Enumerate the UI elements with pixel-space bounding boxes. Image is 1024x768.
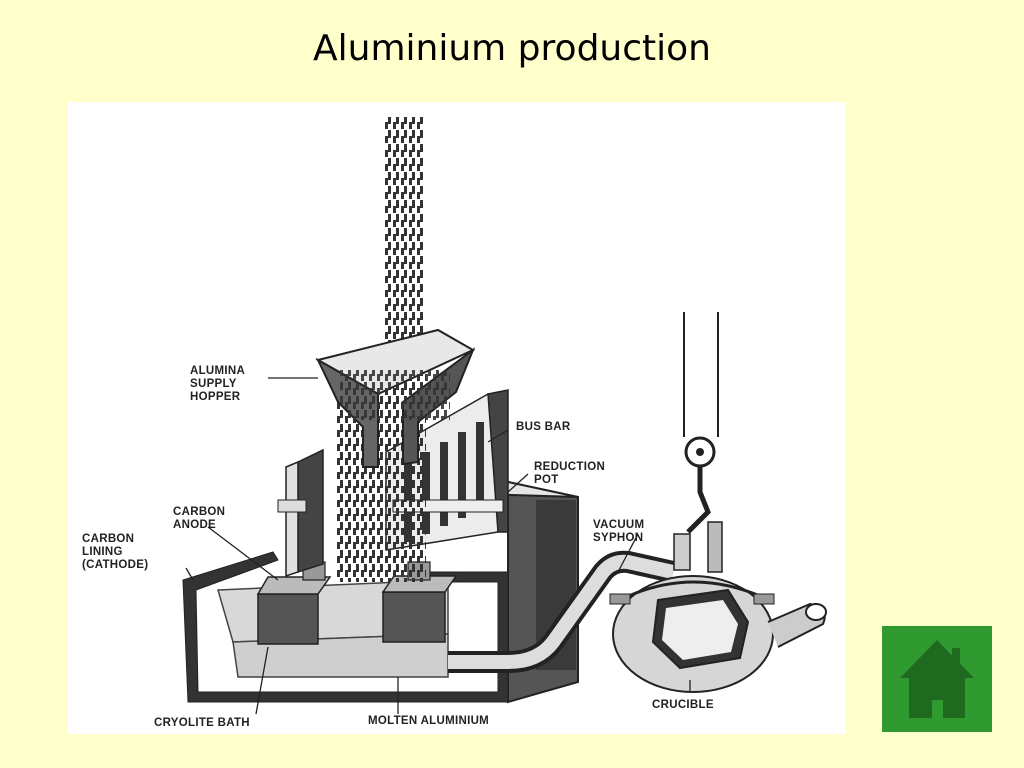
svg-text:HOPPER: HOPPER <box>190 391 241 403</box>
crane-hook <box>683 312 723 573</box>
svg-text:VACUUM: VACUUM <box>593 519 644 531</box>
label-molten-aluminium: MOLTEN ALUMINIUM <box>368 715 489 727</box>
label-carbon-lining: CARBON LINING (CATHODE) <box>82 533 148 571</box>
label-crucible: CRUCIBLE <box>652 699 714 711</box>
svg-text:ALUMINA: ALUMINA <box>190 365 245 377</box>
label-cryolite-bath: CRYOLITE BATH <box>154 717 250 729</box>
slide-title: Aluminium production <box>313 28 711 69</box>
svg-text:ANODE: ANODE <box>173 519 216 531</box>
home-icon <box>900 640 974 718</box>
vacuum-syphon-tube <box>448 533 691 673</box>
carbon-lining-cathode <box>182 551 509 703</box>
crucible <box>609 575 827 693</box>
svg-text:(CATHODE): (CATHODE) <box>82 559 148 571</box>
svg-text:LINING: LINING <box>82 546 123 558</box>
diagram-svg: ALUMINA SUPPLY HOPPER BUS BAR REDUCTION … <box>82 117 827 729</box>
svg-text:REDUCTION: REDUCTION <box>534 461 605 473</box>
carbon-anode-blocks <box>256 561 458 645</box>
svg-text:POT: POT <box>534 474 559 486</box>
label-vacuum-syphon: VACUUM SYPHON <box>593 519 644 544</box>
label-alumina-supply-hopper: ALUMINA SUPPLY HOPPER <box>190 365 245 403</box>
svg-text:SUPPLY: SUPPLY <box>190 378 237 390</box>
label-bus-bar: BUS BAR <box>516 421 571 433</box>
svg-text:CARBON: CARBON <box>82 533 134 545</box>
alumina-supply-hopper <box>315 328 476 468</box>
svg-text:SYPHON: SYPHON <box>593 532 643 544</box>
label-carbon-anode: CARBON ANODE <box>173 506 225 531</box>
home-button[interactable] <box>882 626 992 732</box>
svg-text:CARBON: CARBON <box>173 506 225 518</box>
label-reduction-pot: REDUCTION POT <box>534 461 605 486</box>
leader-lines <box>185 377 691 715</box>
aluminium-cell-diagram: ALUMINA SUPPLY HOPPER BUS BAR REDUCTION … <box>68 102 846 734</box>
